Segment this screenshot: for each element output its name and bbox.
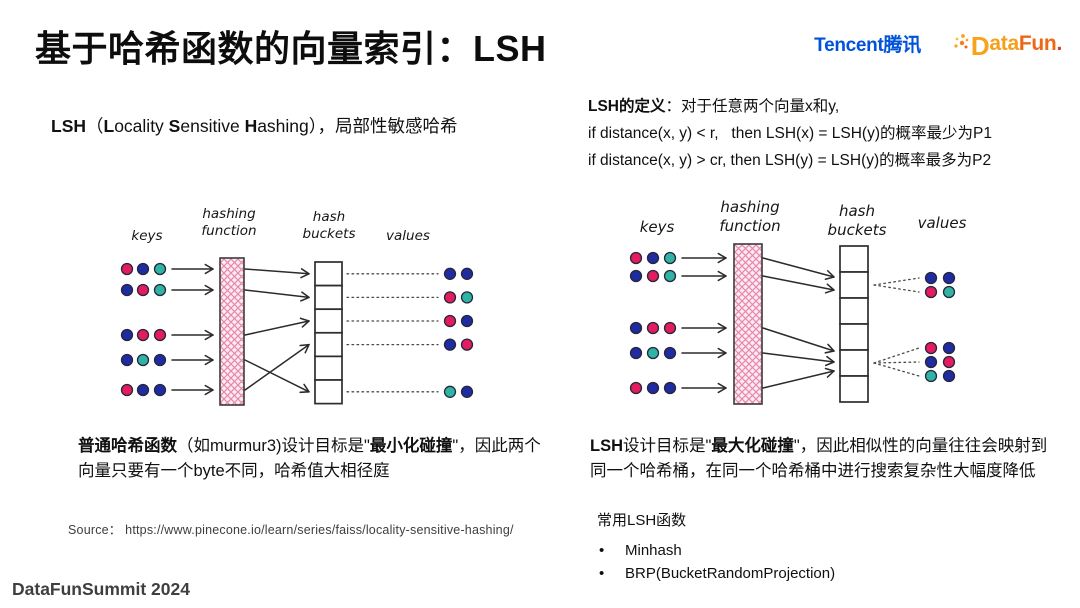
values-column [873, 271, 956, 383]
tencent-logo: Tencent腾讯 [814, 30, 921, 57]
definition-line-2: if distance(x, y) < r, then LSH(x) = LSH… [588, 125, 992, 142]
list-item-label: BRP(BucketRandomProjection) [625, 565, 836, 582]
tencent-logo-cn: 腾讯 [883, 35, 922, 56]
keys-column [120, 262, 214, 397]
datafun-sparkle-icon [954, 33, 969, 48]
diagram-label-values: values [386, 228, 430, 244]
definition-line-1: LSH的定义：对于任意两个向量x和y, [588, 98, 840, 115]
page-title: 基于哈希函数的向量索引：LSH [35, 28, 547, 69]
lsh-subtitle: LSH（Locality Sensitive Hashing），局部性敏感哈希 [51, 116, 458, 136]
datafun-logo-ata: ata [989, 31, 1019, 55]
bullet-icon: • [599, 542, 605, 559]
list-item: • Minhash [597, 539, 835, 562]
hash-buckets-column [314, 261, 343, 405]
keys-column [629, 251, 727, 395]
list-item-label: Minhash [625, 542, 682, 559]
normal-hash-caption: 普通哈希函数（如murmur3)设计目标是"最小化碰撞"，因此两个向量只要有一个… [78, 437, 541, 480]
diagram-label-values: values [918, 214, 967, 232]
datafun-logo-fun: Fun [1018, 31, 1057, 55]
diagram-label-keys: keys [640, 218, 675, 236]
footer-text: DataFunSummit 2024 [12, 579, 190, 599]
lsh-functions-section: 常用LSH函数 • Minhash • BRP(BucketRandomProj… [597, 509, 835, 585]
lsh-hash-caption: LSH设计目标是"最大化碰撞"，因此相似性的向量往往会映射到同一个哈希桶，在同一… [590, 437, 1048, 480]
datafun-logo-d: D [970, 30, 990, 61]
diagram-label-keys: keys [131, 228, 162, 244]
hash-buckets-column [839, 245, 869, 403]
definition-line-3: if distance(x, y) > cr, then LSH(y) = LS… [588, 152, 992, 169]
tencent-logo-en: Tencent [814, 35, 884, 56]
values-column [346, 267, 474, 398]
source-text: Source： https://www.pinecone.io/learn/se… [68, 523, 514, 537]
hashing-function-box [733, 243, 763, 405]
hashing-function-box [219, 257, 245, 406]
lsh-functions-title: 常用LSH函数 [597, 512, 687, 529]
list-item: • BRP(BucketRandomProjection) [597, 562, 835, 585]
lsh-definition: LSH的定义：对于任意两个向量x和y, if distance(x, y) < … [588, 93, 992, 174]
datafun-logo-period: . [1056, 31, 1062, 55]
bullet-icon: • [599, 565, 605, 582]
